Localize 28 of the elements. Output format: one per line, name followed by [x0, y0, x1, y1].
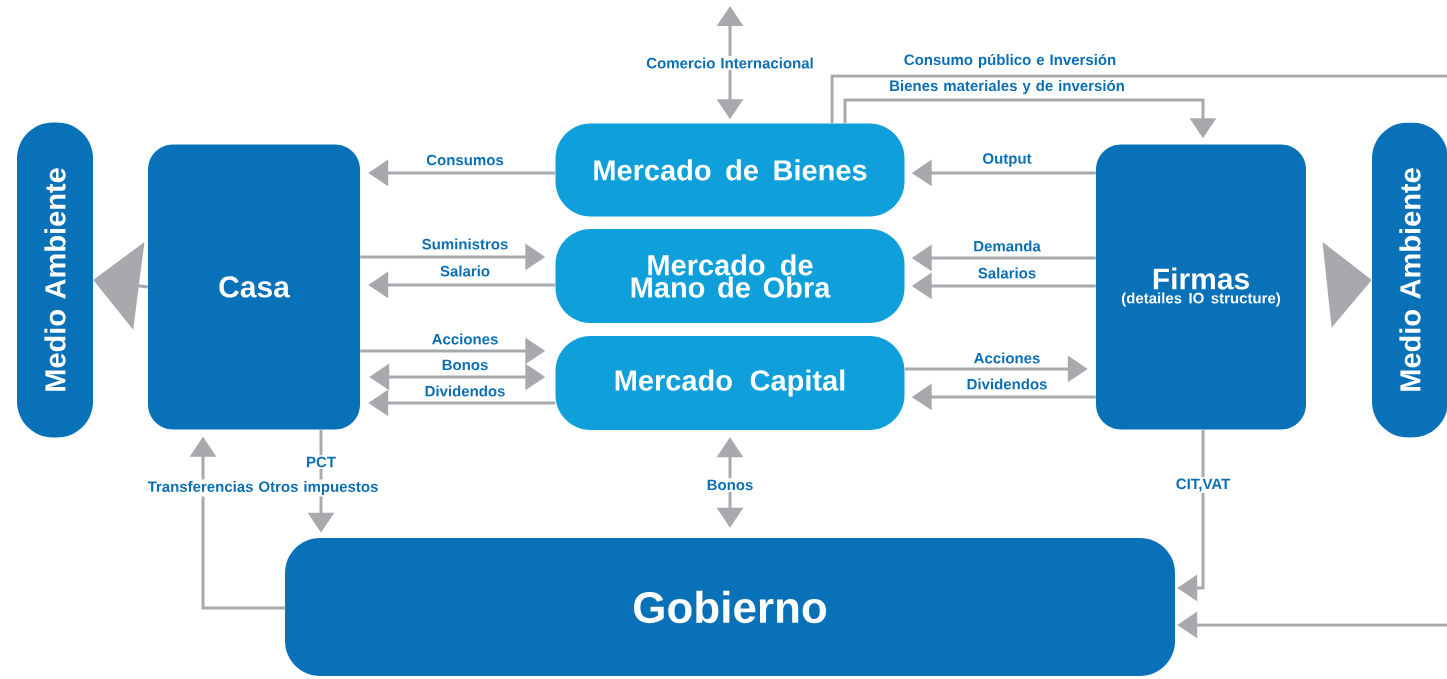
side-band: Medio Ambiente [1372, 122, 1447, 438]
edge-label: Output [983, 153, 1032, 167]
edge-label: Demanda [974, 240, 1041, 252]
flow-label: Transferencias Otros impuestos [146, 479, 380, 497]
edge-label: Dividendos [425, 385, 505, 397]
edge-label: Salarios [978, 267, 1036, 279]
chevron-arrow [1322, 242, 1372, 328]
edge-label: CIT,VAT [1174, 477, 1232, 493]
edge-label: Consumos [426, 154, 504, 166]
government-box: Gobierno [285, 538, 1175, 676]
market-box: Mercado de Bienes [555, 123, 905, 217]
edge-label: Salario [440, 265, 490, 277]
edge-label: Bienes materiales y de inversión [890, 79, 1124, 95]
side-band: Medio Ambiente [17, 122, 93, 438]
edge-label: Suministros [422, 238, 508, 250]
edge-label: Comercio Internacional [644, 56, 816, 70]
edge-label: Acciones [974, 352, 1040, 364]
flow-line [830, 74, 1447, 124]
edge-label: Bonos [705, 478, 755, 492]
edge-label: Consumo público e Inversión [904, 53, 1116, 69]
edge-label: Bonos [442, 359, 488, 371]
market-box: Mercado Capital [555, 336, 905, 430]
edge-label: PCT [304, 455, 338, 469]
agent-box: Casa [148, 144, 360, 430]
edge-label: Acciones [432, 333, 498, 345]
agent-box: Firmas (detailes IO structure) [1096, 144, 1306, 430]
edge-label: Dividendos [967, 378, 1047, 390]
market-box: Mercado de Mano de Obra [555, 229, 905, 323]
